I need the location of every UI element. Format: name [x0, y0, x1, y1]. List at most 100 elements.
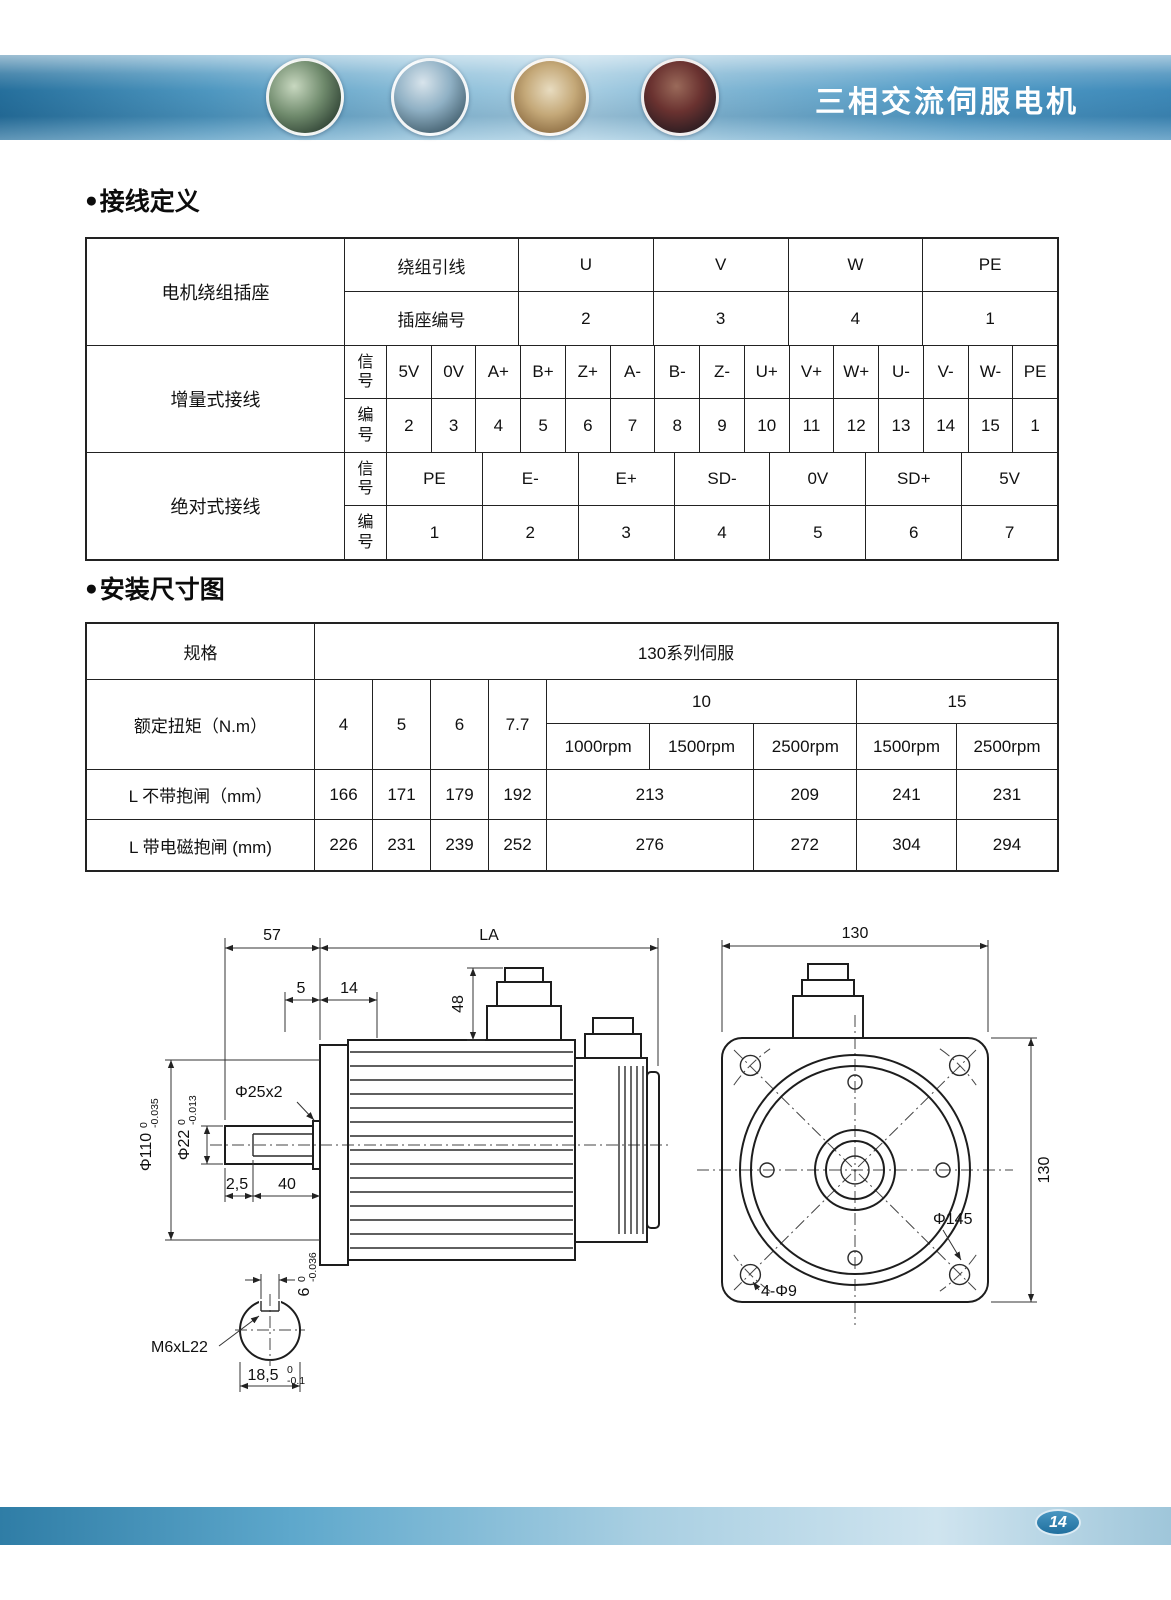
inc-signal-cell: V-: [924, 346, 969, 398]
length-cell: 231: [373, 820, 431, 870]
front-connector: [792, 963, 864, 1039]
face-screws: [759, 1074, 951, 1266]
series-label: 130系列伺服: [637, 644, 735, 663]
svg-text:0: 0: [138, 1122, 150, 1128]
center-hole-circle: [840, 1155, 870, 1185]
dim-48: 48: [450, 967, 503, 1041]
bolt-circle-arcs: [733, 1048, 977, 1292]
torque-label: 额定扭矩（N.m）: [87, 680, 315, 769]
signal-label: 信号: [345, 453, 387, 505]
inc-signal-cell: B+: [521, 346, 566, 398]
wiring-table: 电机绕组插座 绕组引线 U V W PE 插座编号 2 3 4 1: [85, 237, 1059, 561]
lead-cell: W: [789, 239, 924, 291]
inc-number-cell: 8: [655, 399, 701, 452]
torque-10-group: 10 1000rpm 1500rpm 2500rpm: [547, 680, 857, 769]
speed-cell: 1500rpm: [650, 724, 754, 769]
length-cell: 272: [754, 820, 857, 870]
inc-signal-cell: V+: [790, 346, 835, 398]
brake-label: L 带电磁抱闸 (mm): [87, 820, 315, 870]
dim-shaft-groove: Φ25x2: [235, 1084, 315, 1121]
rear-ribs: [618, 1066, 644, 1234]
inc-signal-cell: 5V: [387, 346, 432, 398]
length-cell: 304: [857, 820, 957, 870]
body-circle: [739, 1054, 971, 1286]
speed-cell: 1000rpm: [547, 724, 651, 769]
dim-5: 5: [284, 980, 320, 1032]
inc-signal-cell: Z-: [700, 346, 745, 398]
page-number-badge: 14: [1035, 1509, 1081, 1536]
inc-number-cell: 13: [879, 399, 924, 452]
dim-label-57: 57: [263, 927, 281, 944]
inc-signal-cell: A-: [611, 346, 656, 398]
dim-label-spigot-dia: Φ110: [138, 1133, 155, 1171]
socket-number-cell: 4: [789, 292, 924, 345]
length-cell: 239: [431, 820, 489, 870]
dim-label-key-depth: 18,5: [247, 1367, 278, 1384]
socket-number-cell: 1: [985, 308, 995, 328]
abs-number-cell: 3: [579, 506, 675, 559]
torque-cell: 7.7: [489, 680, 547, 769]
inc-signal-cell: B-: [655, 346, 701, 398]
length-cell: 166: [315, 770, 373, 819]
mounting-holes: [739, 1054, 971, 1286]
abs-signal-cell: SD-: [675, 453, 771, 505]
dim-bolt-circle: Φ145: [933, 1211, 973, 1261]
inc-signal-cell: PE: [1023, 362, 1047, 381]
inc-number-cell: 11: [790, 399, 835, 452]
motor-side-view: 57 LA 5 14 48: [138, 927, 670, 1392]
inc-number-cell: 7: [611, 399, 656, 452]
dim-mounting-holes: 4-Φ9: [752, 1281, 797, 1300]
bullet-icon: ●: [85, 188, 98, 212]
abs-signal-cell: PE: [387, 453, 483, 505]
inc-number-cell: 10: [745, 399, 790, 452]
winding-lead-label: 绕组引线: [345, 239, 519, 291]
no-brake-label: L 不带抱闸（mm）: [87, 770, 315, 819]
incremental-label: 增量式接线: [87, 346, 345, 452]
length-cell: 252: [489, 820, 547, 870]
length-cell: 226: [315, 820, 373, 870]
lead-cell: V: [654, 239, 789, 291]
abs-number-cell: 1: [387, 506, 483, 559]
svg-text:-0.036: -0.036: [307, 1252, 319, 1282]
svg-text:-0.1: -0.1: [287, 1375, 305, 1387]
lead-cell: U: [519, 239, 654, 291]
abs-number-cell: 4: [675, 506, 771, 559]
length-cell: 179: [431, 770, 489, 819]
rear-end-cap: [646, 1071, 660, 1229]
abs-signal-cell: E-: [483, 453, 579, 505]
abs-number-cell: 6: [866, 506, 963, 559]
dim-key-width: 6 0 -0.036: [245, 1252, 319, 1299]
dim-label-key-spec: M6xL22: [151, 1339, 208, 1356]
length-cell: 192: [489, 770, 547, 819]
shaft-cross-section: [235, 1294, 305, 1366]
abs-number-cell: 7: [1004, 522, 1015, 542]
dim-label-la: LA: [479, 927, 499, 944]
rear-housing: [574, 1057, 648, 1243]
dim-57: 57: [224, 927, 321, 1120]
dim-shaft-diameter: Φ22 0 -0.013: [176, 1095, 223, 1165]
dim-label-key-width: 6: [296, 1287, 313, 1296]
dim-label-mounting-holes: 4-Φ9: [761, 1283, 797, 1300]
torque-10-label: 10: [547, 680, 856, 724]
inc-signal-cell: U+: [745, 346, 790, 398]
torque-15-label: 15: [857, 680, 1057, 724]
length-cell: 231: [992, 784, 1022, 804]
dim-label-5: 5: [297, 980, 306, 997]
speed-cell: 2500rpm: [771, 736, 839, 756]
section-title-mounting: ● 安装尺寸图: [85, 570, 225, 606]
length-cell: 294: [992, 835, 1022, 854]
dim-label-bolt-circle: Φ145: [933, 1211, 973, 1228]
motor-socket-label: 电机绕组插座: [87, 239, 345, 345]
dim-spigot-diameter: Φ110 0 -0.035: [138, 1059, 320, 1241]
motor-front-view: 130 130 Φ145 4-Φ9: [697, 925, 1053, 1325]
svg-text:0: 0: [296, 1276, 308, 1282]
svg-text:0: 0: [287, 1364, 293, 1376]
header-photo-1: [266, 58, 344, 136]
length-cell: 276: [547, 820, 754, 870]
number-label: 编号: [345, 506, 387, 559]
section-title-wiring-text: 接线定义: [99, 188, 200, 216]
inc-number-cell: 14: [924, 399, 969, 452]
dim-key-depth: 18,5 0 -0.1: [239, 1362, 305, 1392]
socket-number-cell: 3: [654, 292, 789, 345]
